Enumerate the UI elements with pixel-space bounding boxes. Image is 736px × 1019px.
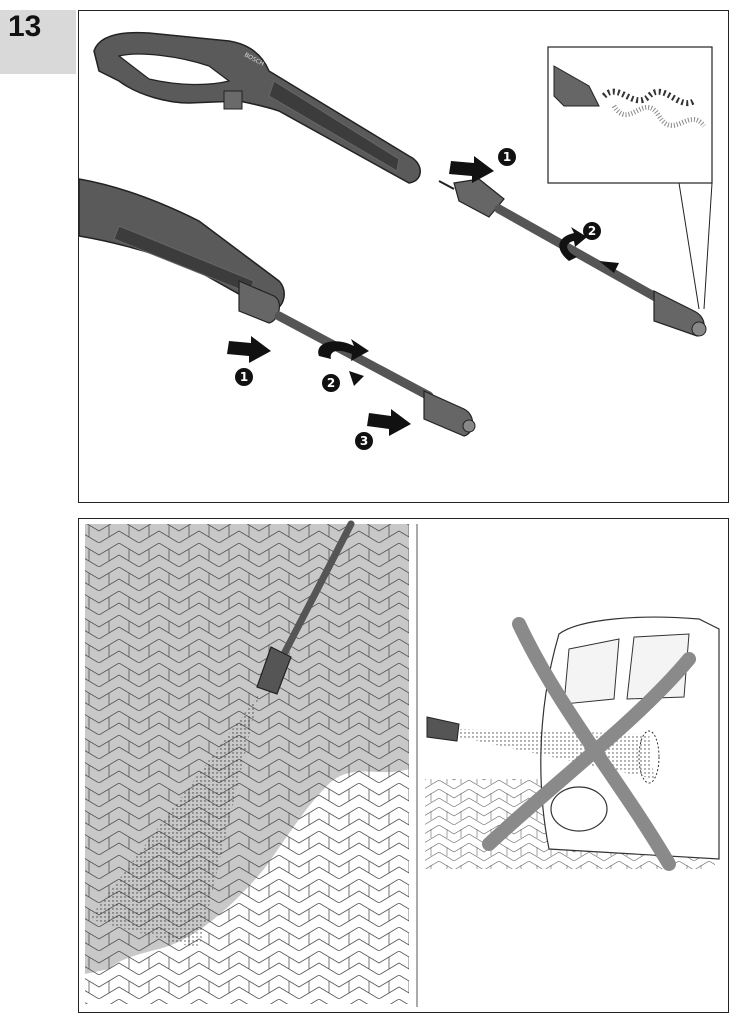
detail-inset bbox=[547, 46, 713, 310]
upper-spray-gun: BOSCH bbox=[93, 31, 421, 184]
step-badge: 1 bbox=[240, 370, 248, 384]
pull-arrow-lower: 3 bbox=[355, 409, 411, 450]
car-window bbox=[563, 638, 620, 705]
page-number: 13 bbox=[8, 10, 42, 43]
cross-mark-stroke bbox=[482, 652, 696, 851]
push-arrow-lower: 1 bbox=[227, 336, 271, 386]
spray-cone bbox=[89, 694, 259, 949]
cross-mark-stroke bbox=[512, 617, 676, 871]
step-badge: 2 bbox=[327, 376, 335, 390]
step-badge: 1 bbox=[503, 150, 511, 164]
nozzle bbox=[256, 646, 292, 695]
lower-spray-gun bbox=[79, 178, 285, 324]
upper-lance bbox=[438, 178, 707, 337]
usage-illustration bbox=[85, 520, 720, 1007]
lance-shaft bbox=[280, 520, 355, 658]
incorrect-use-scene bbox=[425, 616, 720, 871]
car-tire bbox=[550, 786, 608, 832]
correct-use-scene bbox=[85, 520, 409, 1004]
rotate-arrow-lower: 2 bbox=[318, 339, 369, 392]
page-number-tab bbox=[0, 10, 76, 74]
assembly-illustration: BOSCH 1 2 bbox=[79, 31, 713, 450]
assembly-illustration-panel: BOSCH 1 2 bbox=[78, 10, 729, 503]
push-arrow-upper: 1 bbox=[449, 148, 516, 183]
nozzle bbox=[426, 716, 460, 742]
usage-illustration-panel bbox=[78, 518, 729, 1013]
step-badge: 3 bbox=[360, 434, 368, 448]
step-badge: 2 bbox=[588, 224, 596, 238]
rotate-arrow-upper: 2 bbox=[559, 222, 619, 273]
spray-end bbox=[638, 730, 660, 784]
